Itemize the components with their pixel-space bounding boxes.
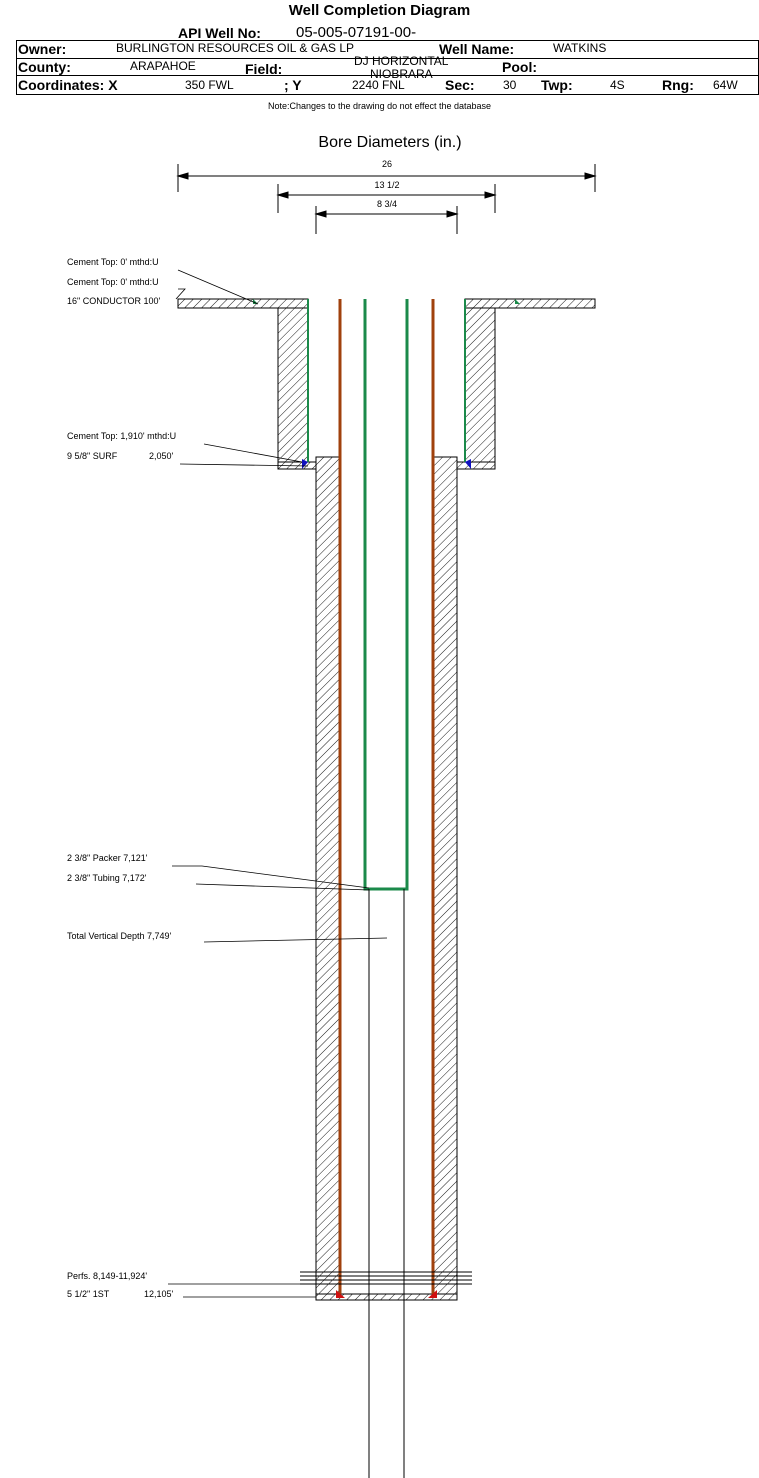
surface-shoe-right xyxy=(456,461,496,470)
dimension-line-13-1-2 xyxy=(276,184,497,213)
owner-value: BURLINGTON RESOURCES OIL & GAS LP xyxy=(116,41,355,55)
dim-label-8-3-4: 8 3/4 xyxy=(376,199,398,209)
cement-top-marker xyxy=(515,299,520,304)
rng-label: Rng: xyxy=(662,77,694,93)
header-rule xyxy=(16,58,759,59)
api-label: API Well No: xyxy=(178,25,261,41)
cement-shoe-marker xyxy=(302,459,308,469)
perforations xyxy=(300,1271,472,1285)
conductor-cement-left xyxy=(177,298,309,309)
header-rule xyxy=(16,40,759,41)
field-value-line1: DJ HORIZONTAL xyxy=(354,54,449,68)
production-cement-left xyxy=(315,456,341,1299)
surface-cement-left xyxy=(277,307,309,463)
surface-cement-right xyxy=(464,307,496,463)
production-casing-depth: 12,105' xyxy=(144,1289,174,1299)
cement-shoe-marker xyxy=(336,1290,345,1298)
tvd-label: Total Vertical Depth 7,749' xyxy=(67,931,172,941)
cement-shoe-marker xyxy=(428,1290,437,1298)
owner-label: Owner: xyxy=(18,41,67,57)
twp-value: 4S xyxy=(610,78,625,92)
production-cement-right xyxy=(432,456,458,1299)
conductor-cement-right xyxy=(464,298,596,309)
coord-y-label: ; Y xyxy=(284,77,302,93)
production-casing-label: 5 1/2" 1ST xyxy=(67,1289,110,1299)
well-name-value: WATKINS xyxy=(553,41,607,55)
header-rule xyxy=(16,75,759,76)
api-value: 05-005-07191-00- xyxy=(296,24,417,41)
county-value: ARAPAHOE xyxy=(130,59,196,73)
surf-casing-label: 9 5/8" SURF xyxy=(67,451,118,461)
cement-shoe-marker xyxy=(465,459,471,469)
pool-label: Pool: xyxy=(502,59,537,75)
dim-label-13-1-2: 13 1/2 xyxy=(374,180,400,190)
sec-label: Sec: xyxy=(445,77,475,93)
packer-label: 2 3/8" Packer 7,121' xyxy=(67,853,148,863)
diagram-title: Well Completion Diagram xyxy=(288,2,471,19)
field-value-line2: NIOBRARA xyxy=(370,67,433,81)
dimension-line-8-3-4 xyxy=(314,206,459,234)
conductor-label: 16" CONDUCTOR 100' xyxy=(67,296,161,306)
well-name-label: Well Name: xyxy=(439,41,515,57)
surf-casing-depth: 2,050' xyxy=(149,451,174,461)
header-border xyxy=(16,40,17,94)
cement-top-label: Cement Top: 0' mthd:U xyxy=(67,257,159,267)
dimension-line-26 xyxy=(176,164,597,192)
coord-y-value: 2240 FNL xyxy=(352,78,405,92)
leader-lines xyxy=(168,269,388,1298)
coord-x-label: Coordinates: X xyxy=(18,77,118,93)
perfs-label: Perfs. 8,149-11,924' xyxy=(67,1271,148,1281)
cement-top-label: Cement Top: 0' mthd:U xyxy=(67,277,159,287)
coord-x-value: 350 FWL xyxy=(185,78,234,92)
sec-value: 30 xyxy=(503,78,517,92)
field-label: Field: xyxy=(245,61,283,77)
rng-value: 64W xyxy=(713,78,738,92)
twp-label: Twp: xyxy=(541,77,573,93)
header-rule xyxy=(16,94,759,95)
bore-diameters-title: Bore Diameters (in.) xyxy=(318,134,462,151)
tubing-label: 2 3/8" Tubing 7,172' xyxy=(67,873,147,883)
note-text: Note:Changes to the drawing do not effec… xyxy=(268,101,491,111)
tubing-string xyxy=(363,299,409,891)
dim-label-26: 26 xyxy=(381,159,392,169)
county-label: County: xyxy=(18,59,71,75)
cement-top-label: Cement Top: 1,910' mthd:U xyxy=(67,431,177,441)
